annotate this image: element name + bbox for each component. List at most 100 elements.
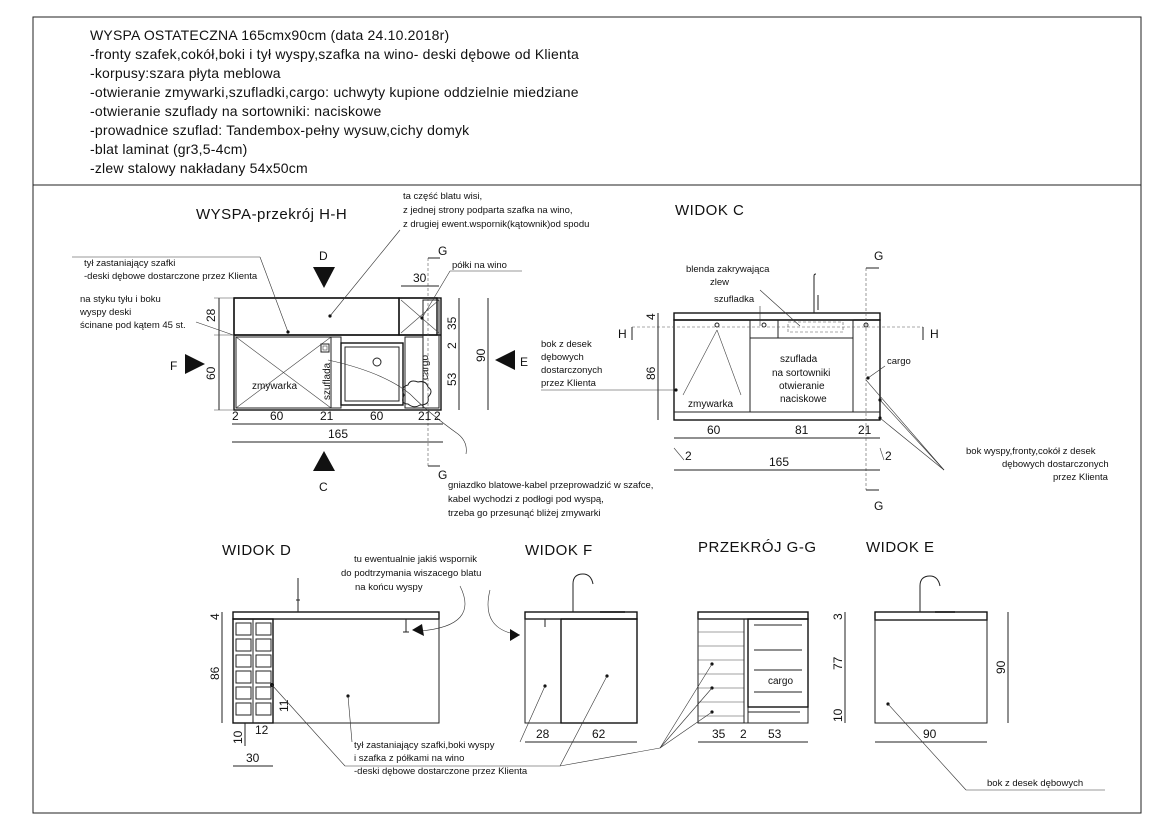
hh-note-top: ta część blatu wisi, [403, 191, 482, 202]
f-dim-28: 28 [536, 727, 550, 741]
f-worktop [524, 611, 638, 620]
spec-line: -blat laminat (gr3,5-4cm) [90, 141, 248, 157]
hh-note-back: tył zastaniający szafki [84, 258, 175, 269]
d-bottom-note: tył zastaniający szafki,boki wyspy [354, 740, 495, 751]
spec-line: -korpusy:szara płyta meblowa [90, 65, 281, 81]
annotation-text: -deski dębowe dostarczone przez Klienta [84, 271, 258, 282]
annotation-text: wyspy deski [79, 307, 131, 318]
c-cargo: cargo [887, 356, 911, 367]
c-tap [813, 273, 817, 313]
f-title: WIDOK F [525, 542, 593, 559]
annotation-text: dębowych dostarczonych [1002, 459, 1109, 470]
e-dim-w: 90 [923, 727, 937, 741]
c-dim-2a: 2 [685, 449, 692, 463]
hh-note-socket: gniazdko blatowe-kabel przeprowadzić w s… [448, 480, 653, 491]
hh-overhang [233, 297, 400, 336]
hh-dim-b4: 21 [418, 409, 432, 423]
annotation-text: ścinane pod kątem 45 st. [80, 320, 186, 331]
c-drawer-big: szuflada [780, 354, 818, 365]
hh-dim-b3: 60 [370, 409, 384, 423]
d-worktop [232, 611, 440, 620]
annotation-text: dębowych [541, 352, 584, 363]
view-c: WIDOK C zmywarka szuflada na sortowniki … [541, 202, 1109, 513]
hh-arrow-c: C [319, 480, 328, 494]
d-dim-86: 86 [208, 666, 222, 680]
hh-sink [340, 342, 404, 406]
view-e: WIDOK E 90 90 bok z desek dębowych [866, 539, 1105, 791]
d-support-note: tu ewentualnie jakiś wspornik [354, 554, 477, 565]
hh-g-top: G [438, 244, 447, 258]
spec-title: WYSPA OSTATECZNA 165cmx90cm (data 24.10.… [90, 27, 450, 43]
d-dim-30: 30 [246, 751, 260, 765]
e-body [874, 619, 988, 724]
gg-dim-35: 35 [712, 727, 726, 741]
c-title: WIDOK C [675, 202, 744, 219]
gg-dim-10: 10 [831, 708, 845, 722]
hh-dim-90: 90 [474, 348, 488, 362]
arrow-c-icon [313, 451, 335, 471]
view-d: WIDOK D 4 86 [208, 542, 560, 777]
c-dim-21: 21 [858, 423, 872, 437]
c-dim-86: 86 [644, 366, 658, 380]
annotation-text: na końcu wyspy [355, 582, 423, 593]
annotation-text: kabel wychodzi z podłogi pod wyspą, [448, 494, 604, 505]
e-title: WIDOK E [866, 539, 935, 556]
annotation-text: naciskowe [780, 394, 827, 405]
hh-dim-b1: 60 [270, 409, 284, 423]
c-g-top: G [874, 249, 883, 263]
c-dim-2b: 2 [885, 449, 892, 463]
spec-line: -otwieranie zmywarki,szufladki,cargo: uc… [90, 84, 579, 100]
spec-line: -zlew stalowy nakładany 54x50cm [90, 160, 308, 176]
annotation-text: -deski dębowe dostarczone przez Klienta [354, 766, 528, 777]
arrow-d-icon [313, 267, 335, 288]
annotation-text: z drugiej ewent.wspornik(kątownik)od spo… [403, 219, 589, 230]
c-g-bottom: G [874, 499, 883, 513]
arrow-e-icon [495, 350, 515, 370]
c-h-left: H [618, 327, 627, 341]
c-blend: blenda zakrywająca [686, 264, 770, 275]
hh-outline [233, 297, 442, 411]
spec-line: -fronty szafek,cokół,boki i tył wyspy,sz… [90, 46, 580, 62]
hh-dim-35: 35 [445, 316, 459, 330]
gg-title: PRZEKRÓJ G-G [698, 539, 817, 556]
e-note: bok z desek dębowych [987, 778, 1083, 789]
sheet-border [32, 16, 1142, 814]
hh-cargo-label: cargo [420, 355, 431, 380]
c-dim-4: 4 [644, 313, 658, 320]
c-dim-165: 165 [769, 455, 789, 469]
hh-note-joint: na styku tyłu i boku [80, 294, 161, 305]
hh-arrow-f: F [170, 359, 177, 373]
hh-note-shelves: półki na wino [452, 260, 507, 271]
annotation-text: dostarczonych [541, 365, 602, 376]
hh-dim-30: 30 [413, 271, 427, 285]
annotation-text: do podtrzymania wiszacego blatu [341, 568, 481, 579]
hh-dim-28: 28 [204, 308, 218, 322]
arrow-f-icon [185, 354, 205, 374]
annotation-text: z jednej strony podparta szafka na wino, [403, 205, 573, 216]
gg-cargo-label: cargo [768, 676, 793, 687]
hh-title: WYSPA-przekrój H-H [196, 206, 347, 223]
view-f: WIDOK F 28 62 [487, 542, 638, 767]
c-h-right: H [930, 327, 939, 341]
gg-worktop [697, 611, 809, 620]
gg-dim-53: 53 [768, 727, 782, 741]
hh-dim-60: 60 [204, 366, 218, 380]
hh-dim-b2: 21 [320, 409, 334, 423]
d-title: WIDOK D [222, 542, 291, 559]
annotation-text: przez Klienta [541, 378, 597, 389]
e-dim-h: 90 [994, 660, 1008, 674]
c-worktop [673, 312, 881, 321]
e-tap [919, 575, 941, 612]
hh-g-bottom: G [438, 468, 447, 482]
hh-dim-2: 2 [445, 342, 459, 349]
c-side-note: bok z desek [541, 339, 592, 350]
hh-drawer-label: szuflada [322, 362, 333, 400]
d-dim-12: 12 [255, 723, 269, 737]
spec-line: -otwieranie szuflady na sortowniki: naci… [90, 103, 382, 119]
hh-dim-b0: 2 [232, 409, 239, 423]
f-body [524, 618, 638, 724]
f-cabinet [560, 618, 638, 724]
hh-tap-cloud [402, 380, 432, 408]
